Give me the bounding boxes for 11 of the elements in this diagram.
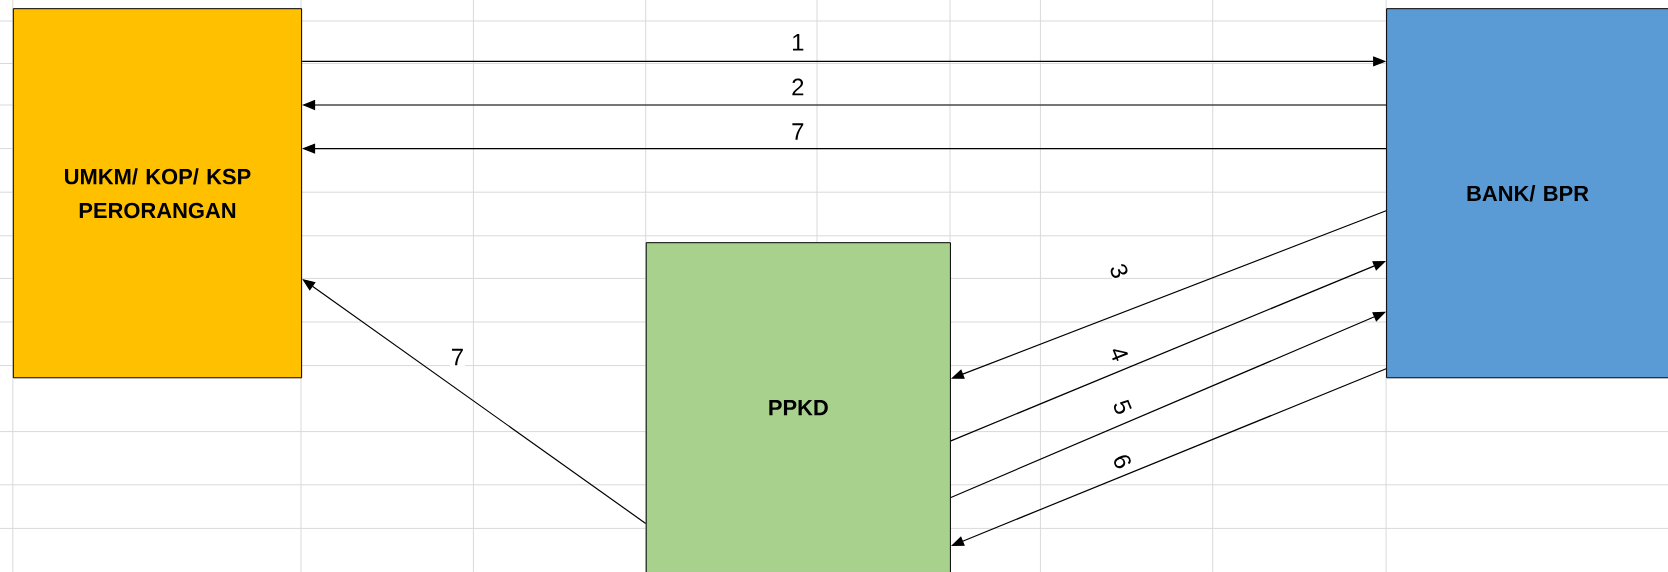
process-box: PPKD [645,242,951,572]
edge-label: 7 [790,122,806,141]
process-box: UMKM/ KOP/ KSP PERORANGAN [12,8,303,379]
edge-label: 1 [790,32,806,52]
edge-label: 4 [1107,343,1131,365]
edge-label: 7 [449,347,466,367]
edge-label: 6 [1110,450,1134,472]
edge-label: 3 [1107,260,1131,282]
edge-label: 5 [1110,396,1134,418]
edge-label: 2 [790,77,806,97]
process-box: BANK/ BPR [1386,8,1668,379]
